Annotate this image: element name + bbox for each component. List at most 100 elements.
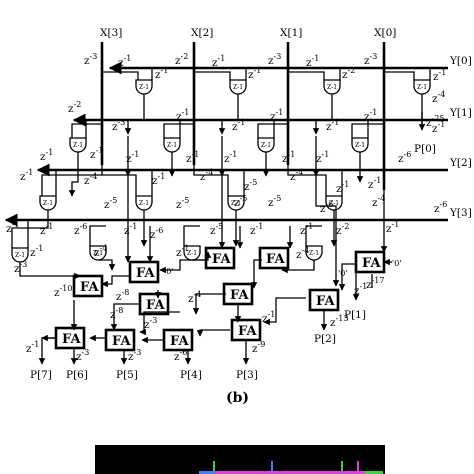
svg-text:z-1: z-1 (186, 150, 199, 165)
and-gate: Z-1 (39, 195, 57, 211)
y3-label: Y[3] (449, 207, 472, 219)
layout-strip (95, 445, 385, 474)
full-adder: FA (258, 246, 290, 270)
svg-text:FA: FA (112, 334, 131, 349)
strip-mark (213, 461, 215, 474)
figure-caption: (b) (226, 390, 249, 406)
p5-label: P[5] (116, 369, 138, 381)
y1-label: Y[1] (449, 107, 472, 119)
svg-text:z-8: z-8 (110, 306, 123, 321)
svg-text:FA: FA (266, 252, 285, 267)
and-gate: Z-1 (69, 137, 87, 153)
p2-delay: z-13 (330, 314, 348, 329)
svg-text:Z-1: Z-1 (327, 84, 337, 91)
svg-text:FA: FA (80, 280, 99, 295)
full-adder: FA (138, 292, 170, 316)
full-adder: FA (54, 326, 86, 350)
svg-text:z-10: z-10 (54, 284, 72, 299)
svg-text:z-4: z-4 (84, 172, 97, 187)
p4-delay: z-6 (174, 348, 187, 363)
svg-text:z-6: z-6 (150, 226, 163, 241)
and-gate: Z-1 (257, 137, 275, 153)
svg-text:z-5: z-5 (104, 196, 117, 211)
strip-bar (199, 471, 215, 474)
svg-text:Z-1: Z-1 (139, 84, 149, 91)
full-adder: FA (204, 246, 236, 270)
svg-text:z-4: z-4 (432, 90, 445, 105)
svg-text:FA: FA (212, 252, 231, 267)
and-gate: Z-1 (351, 137, 369, 153)
svg-text:Z-1: Z-1 (43, 200, 53, 207)
svg-text:z-1: z-1 (40, 148, 53, 163)
strip-bar (365, 471, 383, 474)
svg-text:z-1: z-1 (30, 244, 43, 259)
svg-text:z-1: z-1 (124, 222, 137, 237)
svg-text:Z-1: Z-1 (261, 142, 271, 149)
and-gate: Z-1 (413, 79, 431, 95)
p1-delay: z-17 (366, 276, 384, 291)
svg-text:z-1: z-1 (250, 222, 263, 237)
svg-text:Z-1: Z-1 (329, 200, 339, 207)
x-inputs: X[3] X[2] X[1] X[0] z-3 z-2 z-3 z-3 (84, 27, 396, 190)
svg-text:z-5: z-5 (176, 196, 189, 211)
full-adder: FA (308, 288, 340, 312)
wiring (11, 68, 431, 344)
strip-mark (271, 461, 273, 474)
svg-text:z-1: z-1 (152, 172, 165, 187)
svg-text:FA: FA (62, 332, 81, 347)
svg-text:z-1: z-1 (368, 176, 381, 191)
svg-text:Z-1: Z-1 (355, 142, 365, 149)
svg-text:Z-1: Z-1 (93, 250, 103, 257)
x1-label: X[1] (280, 27, 302, 39)
x3-delay: z-3 (84, 52, 97, 67)
svg-text:z-4: z-4 (372, 194, 385, 209)
y2-label: Y[2] (449, 157, 472, 169)
svg-text:z-2: z-2 (68, 100, 81, 115)
svg-text:FA: FA (316, 294, 335, 309)
and-gate: Z-1 (227, 195, 245, 211)
svg-text:z-3: z-3 (144, 316, 157, 331)
svg-text:Z-1: Z-1 (231, 200, 241, 207)
and-gates: Z-1 Z-1 Z-1 Z-1 Z-1 Z-1 Z-1 Z-1 Z-1 Z-1 … (11, 79, 431, 263)
zero-input: '0' (392, 259, 402, 268)
svg-text:FA: FA (136, 266, 155, 281)
x0-delay: z-3 (364, 52, 377, 67)
svg-text:z-1: z-1 (40, 222, 53, 237)
svg-text:z-1: z-1 (386, 220, 399, 235)
y0-delay: z-1 (433, 68, 446, 83)
svg-text:FA: FA (146, 298, 165, 313)
svg-text:z-3: z-3 (112, 118, 125, 133)
p7-delay: z-1 (26, 340, 39, 355)
and-gate: Z-1 (135, 195, 153, 211)
svg-text:FA: FA (230, 288, 249, 303)
svg-text:FA: FA (170, 334, 189, 349)
strip-mark (341, 461, 343, 474)
and-gate: Z-1 (11, 247, 29, 263)
svg-text:z-8: z-8 (116, 288, 129, 303)
full-adder: FA (354, 250, 386, 274)
x1-delay: z-3 (268, 52, 281, 67)
strip-bar (215, 471, 365, 474)
zero-input: '0' (338, 269, 348, 278)
svg-text:Z-1: Z-1 (139, 200, 149, 207)
and-gate: Z-1 (229, 79, 247, 95)
p5-delay: z-3 (128, 348, 141, 363)
svg-text:Z-1: Z-1 (309, 250, 319, 257)
p4-label: P[4] (180, 369, 202, 381)
svg-text:z-2: z-2 (336, 222, 349, 237)
p2-label: P[2] (314, 333, 336, 345)
svg-text:z-1: z-1 (224, 150, 237, 165)
svg-text:z-1: z-1 (155, 66, 168, 81)
svg-text:z-5: z-5 (244, 178, 257, 193)
x3-label: X[3] (100, 27, 122, 39)
full-adder: FA (104, 328, 136, 352)
x2-delay: z-2 (175, 52, 188, 67)
svg-text:z-1: z-1 (262, 310, 275, 325)
svg-text:Z-1: Z-1 (187, 250, 197, 257)
p0-label: P[0] (414, 143, 436, 155)
and-gate: Z-1 (163, 137, 181, 153)
full-adder: FA (162, 328, 194, 352)
zero-input: '0' (164, 267, 174, 276)
svg-text:z-6: z-6 (74, 222, 87, 237)
full-adder: FA (230, 318, 262, 342)
